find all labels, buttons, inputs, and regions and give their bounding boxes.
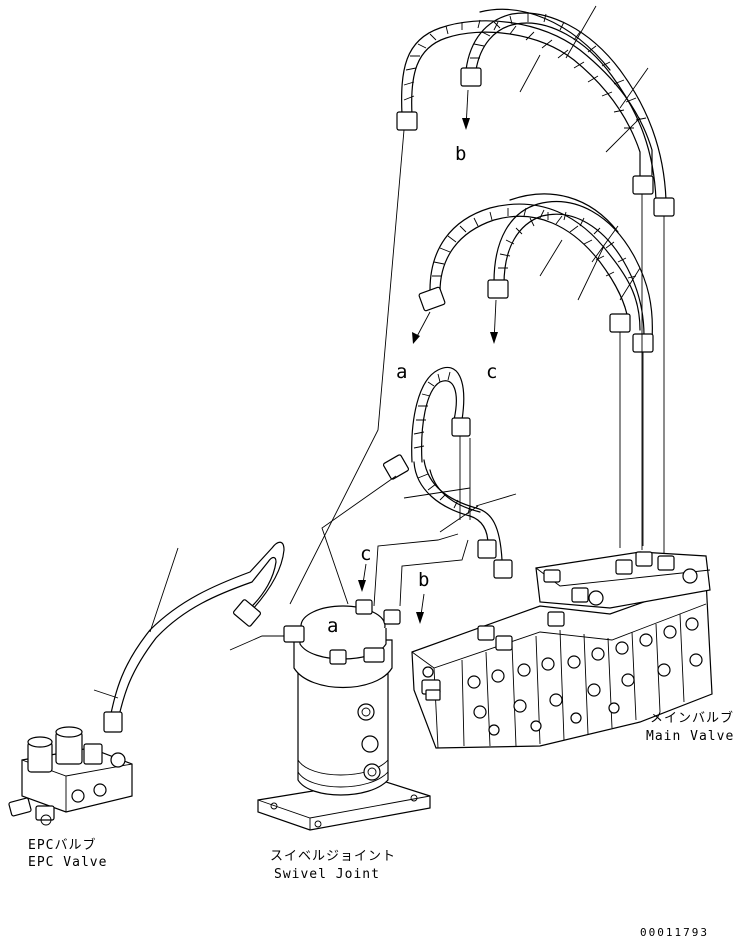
callout-c-lower: c [360,543,371,565]
middle-hose-bundle [412,193,654,353]
callout-c-upper: c [486,361,497,383]
lower-hose-bundle [382,366,517,579]
document-number: 00011793 [640,926,709,939]
upper-hose-bundle [396,5,675,217]
swivel-joint-label-en: Swivel Joint [274,867,380,882]
callout-a-upper: a [396,361,407,383]
callout-letters: b a c c b a [327,143,497,637]
component-labels: EPCバルブ EPC Valve スイベルジョイント Swivel Joint … [28,710,734,939]
epc-valve-label-en: EPC Valve [28,855,107,870]
callout-b-lower: b [418,569,429,591]
swivel-joint-label-jp: スイベルジョイント [270,849,396,864]
connection-lines [289,129,665,607]
main-valve-label-en: Main Valve [646,729,734,744]
swivel-joint [257,563,431,831]
main-valve [411,551,713,749]
main-valve-label-jp: メインバルブ [650,710,734,726]
epc-valve [8,541,296,826]
epc-valve-label-jp: EPCバルブ [28,837,96,853]
callout-a-lower: a [327,615,338,637]
callout-b-upper: b [455,143,466,165]
